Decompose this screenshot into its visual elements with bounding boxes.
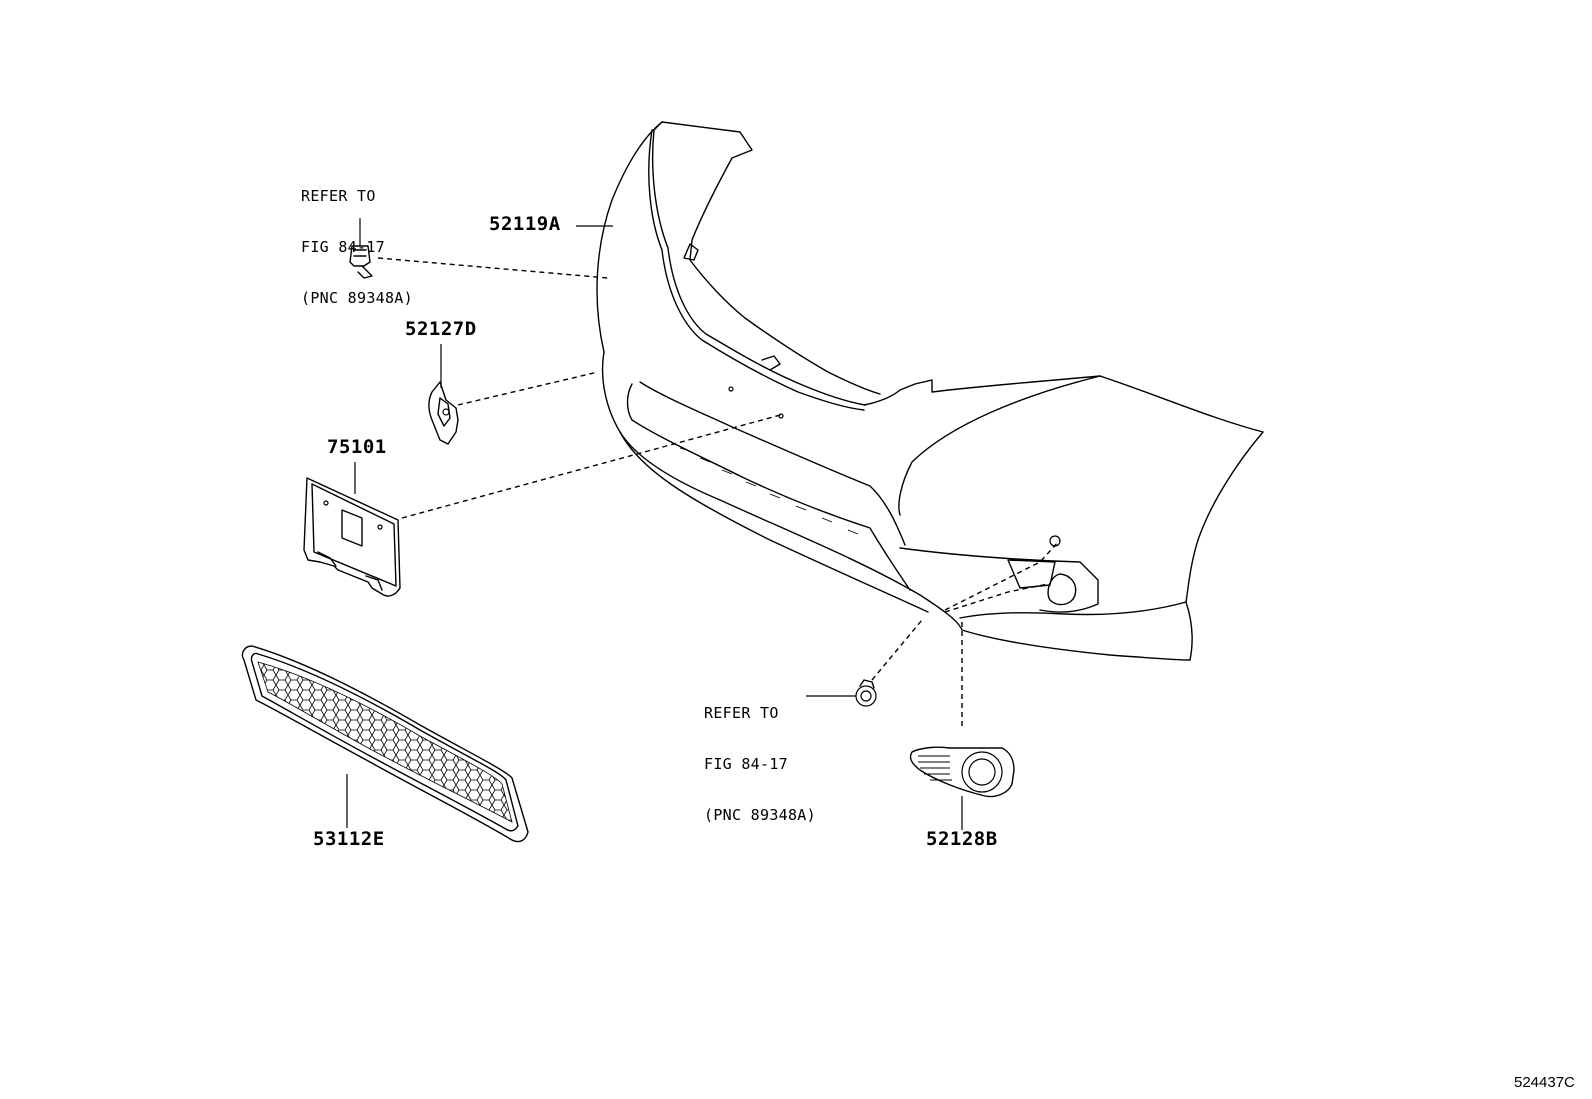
bumper-cover (377, 121, 1264, 730)
part-label-75101: 75101 (327, 436, 387, 458)
fog-lamp-cover (909, 746, 1015, 830)
lower-reference-line-2: FIG 84-17 (704, 755, 788, 773)
part-label-52119a: 52119A (489, 213, 561, 235)
part-label-53112e: 53112E (313, 828, 385, 850)
diagram-code: 524437C (1514, 1074, 1575, 1091)
lower-reference-line-3: (PNC 89348A) (704, 806, 816, 824)
license-plate-bracket (303, 462, 401, 597)
upper-reference-line-3: (PNC 89348A) (301, 289, 413, 307)
part-label-52128b: 52128B (926, 828, 998, 850)
upper-reference-note: REFER TO FIG 84-17 (PNC 89348A) (301, 154, 413, 324)
lower-reference-line-1: REFER TO (704, 704, 779, 722)
part-label-52127d: 52127D (405, 318, 477, 340)
bracket-52127d (428, 344, 459, 445)
lower-reference-note: REFER TO FIG 84-17 (PNC 89348A) (704, 671, 816, 841)
clip-lower (806, 679, 877, 707)
clip-upper (349, 218, 373, 279)
upper-reference-line-2: FIG 84-17 (301, 238, 385, 256)
grille-53112e (241, 645, 529, 843)
upper-reference-line-1: REFER TO (301, 187, 376, 205)
